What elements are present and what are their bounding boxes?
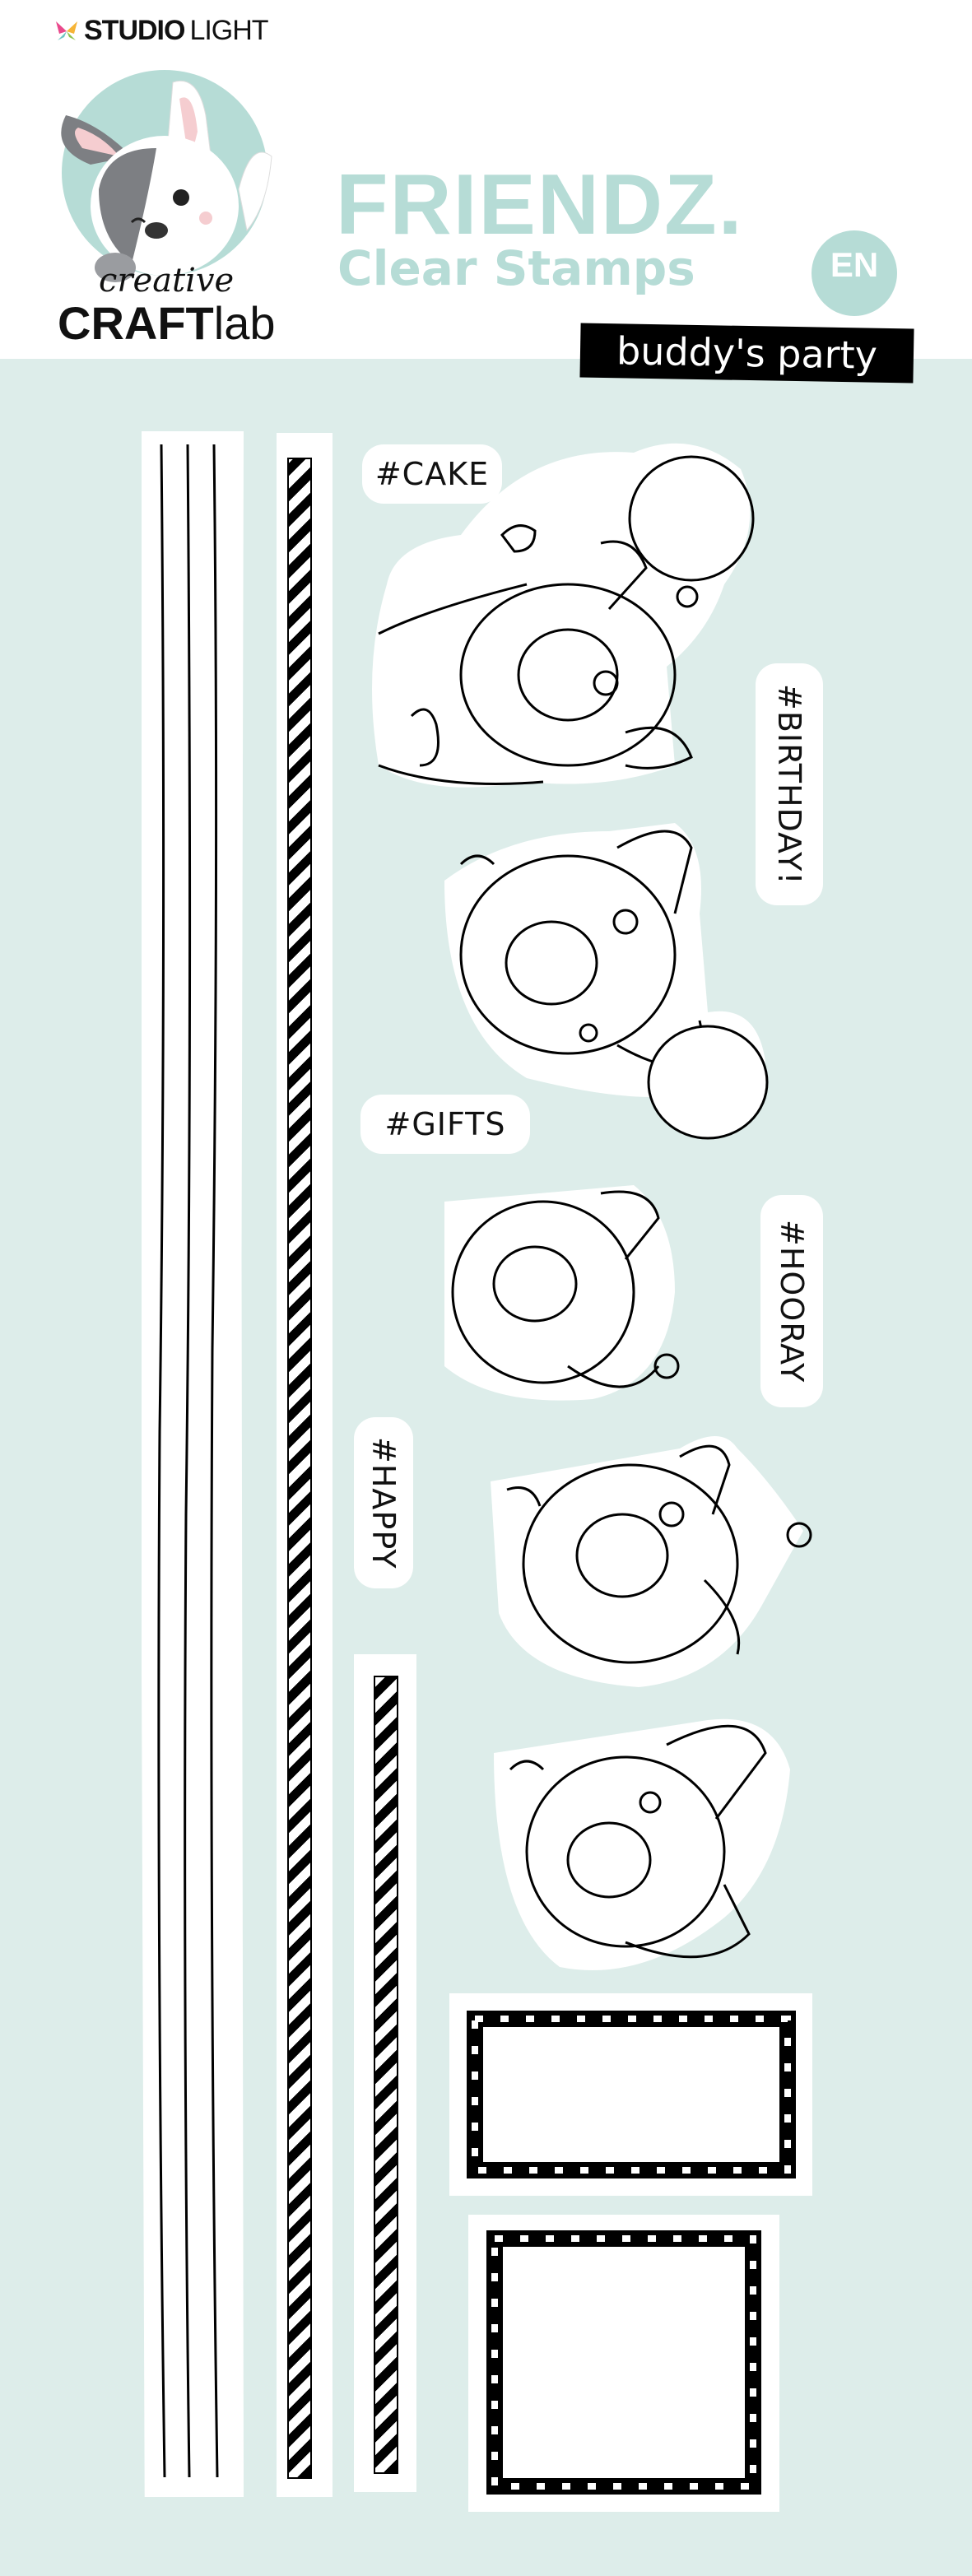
balloon-stamp — [647, 1025, 769, 1140]
striped-border-stamp-short — [374, 1676, 398, 2474]
wavy-lines-stamp — [157, 444, 219, 2478]
bulldog-lying-stamp — [491, 1436, 812, 1687]
cake-word-stamp: #CAKE — [362, 444, 502, 504]
striped-border-stamp-long — [287, 458, 312, 2479]
rectangle-striped-frame-stamp — [467, 2011, 796, 2178]
butterfly-icon — [56, 21, 77, 40]
language-badge: EN — [812, 230, 897, 316]
creative-script-text: creative — [99, 262, 235, 300]
square-striped-frame-stamp — [486, 2230, 761, 2495]
birthday-word-stamp: #BIRTHDAY! — [756, 663, 823, 905]
product-type-subtitle: Clear Stamps — [337, 240, 695, 296]
bulldog-with-gift-stamp — [444, 1185, 680, 1401]
logo-bold-text: STUDIO — [84, 15, 185, 46]
product-line-title: FRIENDZ. — [336, 157, 744, 253]
bulldog-sitting-stamp — [494, 1718, 790, 1970]
hooray-word-stamp: #HOORAY — [760, 1195, 823, 1407]
bulldog-with-balloon-stamp — [372, 443, 755, 788]
craft-text: CRAFT — [58, 297, 214, 349]
craftlab-logo: CRAFTlab — [58, 296, 275, 350]
product-name-banner: buddy's party — [579, 323, 914, 384]
happy-word-stamp: #HAPPY — [354, 1417, 413, 1588]
gifts-word-stamp: #GIFTS — [360, 1095, 530, 1154]
logo-light-text: LIGHT — [189, 15, 268, 46]
french-bulldog-mascot — [61, 70, 272, 282]
bulldog-with-balloon-stamp-2 — [444, 823, 765, 1104]
lab-text: lab — [213, 297, 276, 349]
